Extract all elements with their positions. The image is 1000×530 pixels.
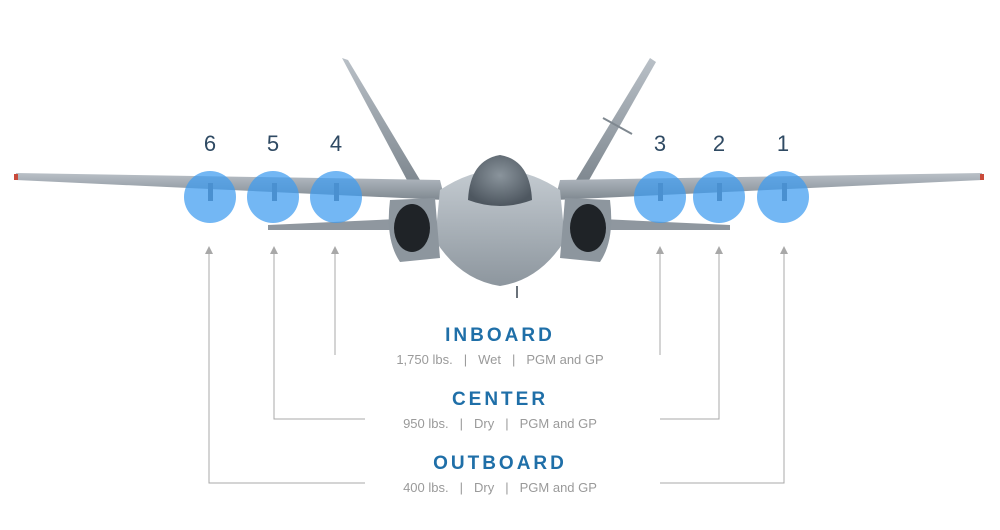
right-stabilizer [580,218,730,230]
separator: | [511,352,516,367]
separator: | [459,480,463,495]
outboard-fuel: Dry [474,480,495,495]
center-section: CENTER 950 lbs. | Dry | PGM and GP [300,389,700,431]
leader-line-station-1 [660,246,788,484]
station-number-1: 1 [776,131,790,156]
separator: | [463,352,468,367]
inboard-fuel: Wet [478,352,501,367]
outboard-title: OUTBOARD [433,453,567,474]
station-number-3: 3 [653,131,667,156]
inboard-weight: 1,750 lbs. [396,352,453,367]
inboard-specs: 1,750 lbs. | Wet | PGM and GP [300,352,700,367]
station-number-4: 4 [329,131,343,156]
station-number-2: 2 [712,131,726,156]
left-stabilizer [268,218,420,230]
left-tail-fin [342,58,420,182]
outboard-weight: 400 lbs. [403,480,449,495]
leader-line-station-6 [205,246,365,484]
center-weight: 950 lbs. [403,416,449,431]
outboard-section: OUTBOARD 400 lbs. | Dry | PGM and GP [300,453,700,495]
leader-line-station-5 [270,246,365,420]
separator: | [459,416,463,431]
canopy [468,155,532,206]
station-number-6: 6 [203,131,217,156]
station-6-highlight [184,171,236,223]
inboard-section: INBOARD 1,750 lbs. | Wet | PGM and GP [300,325,700,367]
inboard-title: INBOARD [445,325,555,346]
center-fuel: Dry [474,416,495,431]
outboard-specs: 400 lbs. | Dry | PGM and GP [300,480,700,495]
separator: | [505,480,509,495]
fuselage [435,170,565,286]
station-number-5: 5 [266,131,280,156]
center-specs: 950 lbs. | Dry | PGM and GP [300,416,700,431]
station-4-highlight [310,171,362,223]
outboard-ordnance: PGM and GP [519,480,597,495]
center-title: CENTER [451,389,549,410]
center-ordnance: PGM and GP [519,416,597,431]
leader-line-station-2 [660,246,723,420]
right-tail-fin [576,58,656,182]
right-intake [560,198,612,262]
inboard-ordnance: PGM and GP [526,352,604,367]
station-5-highlight [247,171,299,223]
station-3-highlight [634,171,686,223]
separator: | [505,416,509,431]
station-2-highlight [693,171,745,223]
left-intake [388,198,440,262]
station-1-highlight [757,171,809,223]
